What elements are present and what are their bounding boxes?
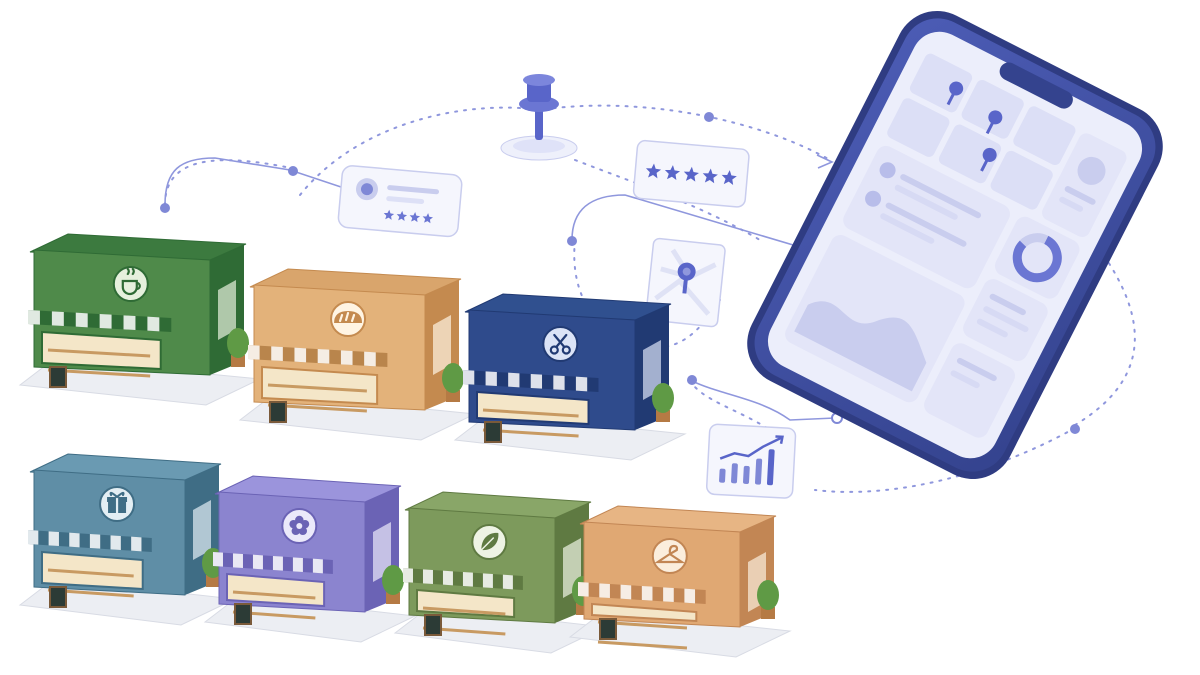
shop-window: [41, 330, 162, 371]
scissors-icon: [549, 333, 571, 355]
star-icon: [396, 210, 408, 221]
review-stars: [383, 209, 433, 224]
flower-icon: [289, 515, 310, 536]
storefront-grocery: [393, 491, 607, 654]
star-icon: [422, 213, 433, 224]
shop-sign: [651, 538, 688, 574]
map-pin-icon: [500, 74, 578, 161]
trend-line-icon: [719, 436, 782, 460]
storefront-cafe: [18, 233, 262, 406]
connection-path-top: [299, 104, 831, 196]
sandwich-board-icon: [49, 586, 67, 608]
awning: [403, 568, 523, 590]
potted-plant-icon: [442, 363, 464, 402]
sandwich-board-icon: [599, 618, 617, 640]
node-dot: [160, 203, 170, 213]
awning: [28, 310, 172, 332]
analytics-card: [705, 423, 797, 499]
storefront-bakery: [238, 268, 477, 441]
connection-path-bottom: [814, 427, 1076, 493]
awning: [463, 370, 599, 392]
awning: [28, 530, 152, 552]
potted-plant-icon: [227, 328, 249, 367]
star-icon: [409, 211, 421, 223]
connection-nodes: [160, 112, 1080, 434]
node-dot: [288, 166, 298, 176]
line-chart-icon: [785, 235, 965, 403]
connection-path-down: [689, 379, 771, 431]
profile-icon: [1077, 156, 1106, 185]
phone-list: [865, 162, 982, 247]
phone: [747, 11, 1163, 479]
star-icon: [721, 170, 737, 185]
connection-solid-lines: [164, 154, 836, 421]
node-dot: [704, 112, 714, 122]
leaf-icon: [480, 532, 499, 551]
star-icon: [645, 163, 662, 179]
donut-chart-icon: [994, 216, 1080, 299]
potted-plant-icon: [652, 383, 674, 422]
node-dot: [687, 375, 697, 385]
rating-stars: [645, 163, 737, 185]
shop-window: [591, 602, 698, 623]
storefronts: [18, 233, 792, 658]
hanger-icon: [654, 544, 686, 564]
shop-window: [261, 365, 379, 406]
awning: [213, 552, 333, 574]
storefront-barber: [453, 293, 687, 461]
bread-icon: [334, 311, 363, 323]
sandwich-board-icon: [424, 614, 442, 636]
storefront-gift-shop: [18, 453, 237, 626]
shop-sign: [112, 266, 149, 302]
phone-notch: [999, 62, 1073, 109]
rating-card: [632, 139, 750, 208]
phone-map: [887, 53, 1127, 237]
awning: [248, 345, 388, 367]
gift-icon: [107, 491, 128, 515]
sandwich-board-icon: [234, 603, 252, 625]
map-pin-icon: [677, 262, 696, 294]
awning: [578, 582, 706, 604]
review-card: [337, 165, 463, 238]
star-icon: [664, 165, 681, 180]
shop-sign: [542, 326, 579, 362]
potted-plant-icon: [382, 565, 404, 604]
sandwich-board-icon: [49, 366, 67, 388]
sandwich-board-icon: [269, 401, 287, 423]
phone-map-pins: [946, 81, 1003, 172]
bar-chart-icon: [719, 449, 775, 486]
storefront-florist: [203, 475, 417, 643]
star-icon: [683, 166, 699, 182]
shop-window: [41, 550, 144, 591]
node-dot: [1070, 424, 1080, 434]
connection-path-orbit: [1074, 249, 1136, 426]
star-icon: [702, 168, 718, 184]
connection-path-left: [164, 159, 301, 206]
sandwich-board-icon: [484, 421, 502, 443]
coffee-cup-icon: [121, 267, 141, 296]
storefront-boutique: [568, 505, 792, 658]
potted-plant-icon: [757, 580, 779, 619]
star-icon: [383, 209, 395, 220]
node-dot: [567, 236, 577, 246]
